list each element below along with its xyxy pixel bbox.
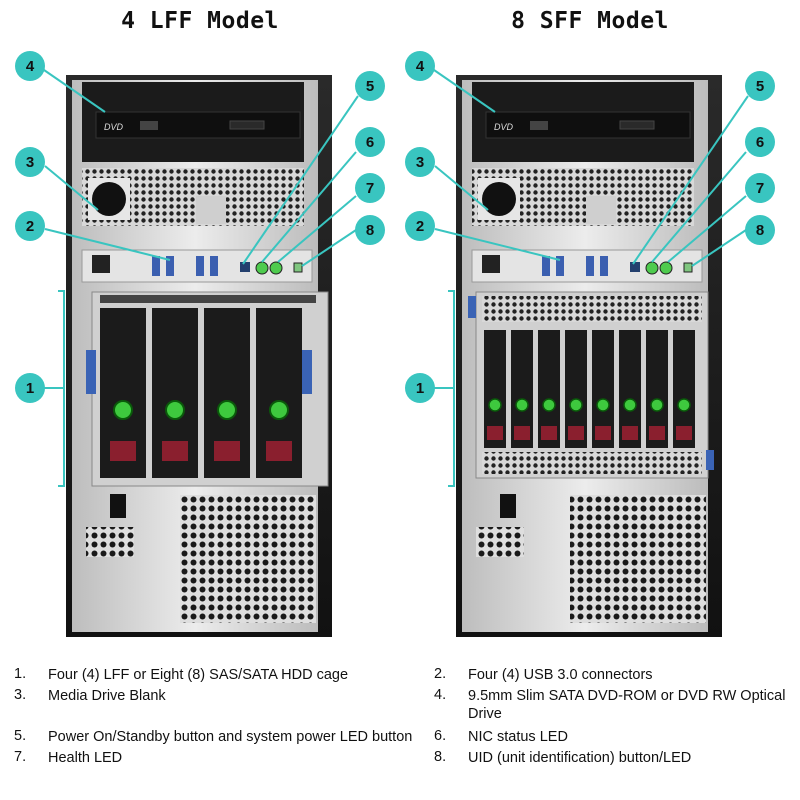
callout-5-label: 5: [366, 78, 374, 95]
sff-drive-2: [511, 330, 533, 448]
callout-7-right: 7: [745, 173, 775, 203]
callout-1-label: 1: [416, 380, 424, 397]
side-vent: [476, 527, 524, 557]
legend-item-8: 8. UID (unit identification) button/LED: [434, 749, 794, 767]
media-drive-blank: [472, 168, 694, 226]
callout-5-left: 5: [355, 71, 385, 101]
sff-drive-3: [538, 330, 560, 448]
legend-num: 6.: [434, 728, 447, 744]
lock-slot: [500, 494, 516, 518]
callout-8-right: 8: [745, 215, 775, 245]
lff-drive-2: [152, 308, 198, 478]
callout-3-left: 3: [15, 147, 45, 177]
callout-4-label: 4: [26, 58, 35, 75]
callout-7-left: 7: [355, 173, 385, 203]
lff-drive-3: [204, 308, 250, 478]
legend-num: 7.: [14, 749, 27, 765]
sff-drive-6: [619, 330, 641, 448]
callout-3-right: 3: [405, 147, 435, 177]
control-panel: [471, 249, 703, 283]
server-front-diagram: DVD: [15, 51, 775, 637]
control-panel: [81, 249, 313, 283]
callout-4-left: 4: [15, 51, 45, 81]
title-8sff-model: 8 SFF Model: [511, 8, 669, 34]
sff-drive-4: [565, 330, 587, 448]
legend-num: 4.: [434, 687, 447, 703]
optical-drive: DVD: [82, 82, 304, 162]
callout-7-label: 7: [366, 180, 374, 197]
svg-text:DVD: DVD: [104, 122, 124, 132]
media-drive-blank: [82, 168, 304, 226]
legend-item-6: 6. NIC status LED: [434, 728, 794, 746]
legend-text: Four (4) LFF or Eight (8) SAS/SATA HDD c…: [48, 667, 349, 683]
legend-num: 1.: [14, 666, 27, 682]
callout-6-left: 6: [355, 127, 385, 157]
legend-num: 5.: [14, 728, 27, 744]
server-8sff: DVD: [456, 75, 722, 637]
lff-drive-4: [256, 308, 302, 478]
legend-text: Four (4) USB 3.0 connectors: [468, 667, 653, 683]
server-4lff: DVD: [66, 75, 332, 637]
sff-drive-8: [673, 330, 695, 448]
legend-text: UID (unit identification) button/LED: [468, 750, 692, 766]
callout-1-right: 1: [405, 373, 435, 403]
callout-3-label: 3: [416, 154, 424, 171]
legend-text: Health LED: [48, 750, 123, 766]
hdd-cage-4lff: [86, 291, 329, 487]
sff-drive-5: [592, 330, 614, 448]
sff-drive-7: [646, 330, 668, 448]
callout-8-label: 8: [756, 222, 764, 239]
legend-item-1: 1. Four (4) LFF or Eight (8) SAS/SATA HD…: [14, 666, 424, 684]
callout-6-right: 6: [745, 127, 775, 157]
legend-item-7: 7. Health LED: [14, 749, 424, 767]
callout-2-right: 2: [405, 211, 435, 241]
callout-2-label: 2: [26, 218, 34, 235]
callout-8-label: 8: [366, 222, 374, 239]
callout-4-right: 4: [405, 51, 435, 81]
callout-4-label: 4: [416, 58, 425, 75]
callout-5-label: 5: [756, 78, 764, 95]
callout-2-left: 2: [15, 211, 45, 241]
legend-num: 8.: [434, 749, 447, 765]
callout-1-left: 1: [15, 373, 45, 403]
lff-drive-1: [100, 308, 146, 478]
legend-text: Power On/Standby button and system power…: [48, 729, 413, 745]
callout-6-label: 6: [366, 134, 374, 151]
front-vent: [570, 495, 706, 623]
callout-2-label: 2: [416, 218, 424, 235]
legend-text: NIC status LED: [468, 729, 568, 745]
callout-6-label: 6: [756, 134, 764, 151]
side-vent: [86, 527, 134, 557]
hdd-cage-8sff: [468, 291, 714, 479]
svg-text:DVD: DVD: [494, 122, 514, 132]
legend-text: 9.5mm Slim SATA DVD-ROM or DVD RW Optica…: [468, 688, 786, 722]
front-vent: [180, 495, 316, 623]
callout-1-label: 1: [26, 380, 34, 397]
legend-item-2: 2. Four (4) USB 3.0 connectors: [434, 666, 794, 684]
title-4lff-model: 4 LFF Model: [121, 8, 279, 34]
optical-drive: DVD: [472, 82, 694, 162]
callout-3-label: 3: [26, 154, 34, 171]
legend-num: 2.: [434, 666, 447, 682]
legend-item-4: 4. 9.5mm Slim SATA DVD-ROM or DVD RW Opt…: [434, 687, 794, 723]
legend-text: Media Drive Blank: [48, 688, 166, 704]
legend-item-3: 3. Media Drive Blank: [14, 687, 424, 705]
sff-drive-1: [484, 330, 506, 448]
callout-7-label: 7: [756, 180, 764, 197]
callout-8-left: 8: [355, 215, 385, 245]
leader-lines: [43, 69, 749, 487]
lock-slot: [110, 494, 126, 518]
callout-5-right: 5: [745, 71, 775, 101]
legend-item-5: 5. Power On/Standby button and system po…: [14, 728, 434, 746]
legend-num: 3.: [14, 687, 27, 703]
